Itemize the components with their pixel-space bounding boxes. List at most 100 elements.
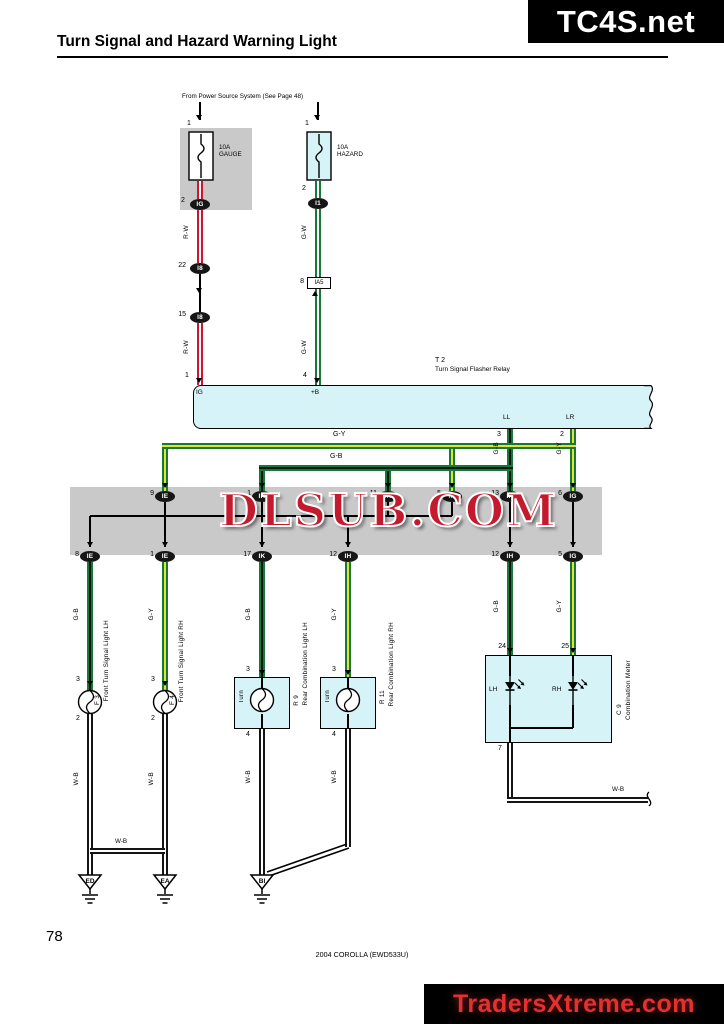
wire-label-gw: G-W: [301, 225, 308, 240]
fuse-gauge-name: GAUGE: [219, 151, 242, 159]
flow-arrow-icon: [507, 483, 513, 488]
relay-pin-3: 3: [497, 431, 501, 438]
wire-label-rw: R-W: [183, 340, 190, 354]
site-badge-bottom: TradersXtreme.com: [424, 984, 724, 1024]
connector-oval-i1: I1: [308, 198, 328, 209]
junction-link-line: [164, 502, 166, 516]
bulb-icon: [249, 687, 275, 713]
ground-code: EA: [160, 878, 169, 885]
meter-lh-label: LH: [489, 686, 498, 693]
wire-label-gy: G-Y: [556, 442, 563, 455]
junction-link-line: [261, 502, 263, 516]
wire-gb: [87, 562, 93, 690]
wire-wb: [507, 743, 513, 800]
wire-wb: [259, 729, 265, 876]
relay-terminal-b: +B: [311, 389, 320, 396]
bus-label-gy: G-Y: [333, 431, 346, 438]
component-lead: [261, 677, 263, 688]
wire-label-gy: G-Y: [331, 608, 338, 621]
fuse-gauge-pin-bottom: 2: [181, 197, 185, 204]
wire-label-gy: G-Y: [148, 608, 155, 621]
flow-arrow-icon: [449, 483, 455, 488]
led-indicator-icon: [505, 675, 525, 705]
relay-box: [193, 385, 644, 429]
junction-i8-pin-top: 22: [178, 262, 186, 269]
flow-arrow-icon: [570, 542, 576, 547]
wire-label-gb: G-B: [493, 600, 500, 613]
band-bottom-pin: 12: [491, 551, 499, 558]
flow-arrow-icon: [162, 681, 168, 686]
wire-gy: [345, 562, 351, 677]
wire-label-gw: G-W: [301, 340, 308, 355]
wire-wb: [507, 797, 648, 803]
flow-arrow-icon: [507, 648, 513, 653]
bus-gy: [162, 443, 576, 449]
junction-i8-pin-bottom: 15: [178, 311, 186, 318]
fuse-hazard-pin-bottom: 2: [302, 185, 306, 192]
flow-arrow-icon: [507, 542, 513, 547]
wire-break-icon: [646, 791, 652, 807]
relay-terminal-ig: IG: [196, 389, 203, 396]
junction-link-line: [347, 516, 349, 547]
wire-gb: [507, 429, 513, 491]
wire-label-gb: G-B: [493, 442, 500, 455]
wire-wb-diagonal: [266, 843, 350, 877]
wire-label-rw: R-W: [183, 225, 190, 239]
page-title: Turn Signal and Hazard Warning Light: [57, 33, 337, 50]
flow-arrow-icon: [259, 670, 265, 675]
connector-oval-i8-top: I8: [190, 263, 210, 274]
wire-rw: [197, 323, 203, 385]
r9-name: Rear Combination Light LH: [302, 622, 309, 706]
bus-label-gb: G-B: [330, 453, 343, 460]
r9-bulb-label: Turn: [239, 690, 245, 704]
band-top-pin: 9: [150, 490, 154, 497]
connector-oval: IH: [338, 551, 358, 562]
junction-link-line: [451, 502, 453, 516]
page-number: 78: [46, 928, 63, 945]
flow-arrow-icon: [162, 483, 168, 488]
ground-symbol-bi: BI: [249, 874, 275, 904]
connector-oval-ig: IG: [190, 199, 210, 210]
f3-pin-out: 2: [76, 715, 80, 722]
wire-label-gb: G-B: [73, 608, 80, 621]
relay-name: Turn Signal Flasher Relay: [435, 366, 510, 373]
meter-pin-24: 24: [498, 643, 506, 650]
meter-lead: [509, 727, 511, 743]
component-lead: [347, 714, 349, 729]
flow-arrow-icon: [345, 542, 351, 547]
site-badge-top: TC4S.net: [528, 0, 724, 43]
meter-pin-25: 25: [561, 643, 569, 650]
relay-terminal-lr: LR: [566, 414, 575, 421]
fuse-hazard-pin-top: 1: [305, 120, 309, 127]
fuse-icon: [188, 131, 214, 181]
connector-oval: IH: [500, 551, 520, 562]
flow-arrow-icon: [87, 681, 93, 686]
junction-ia5-pin: 8: [300, 278, 304, 285]
relay-pin-4: 4: [303, 372, 307, 379]
wire-gy: [570, 562, 576, 655]
connector-oval: IE: [155, 551, 175, 562]
fuse-hazard-name: HAZARD: [337, 151, 363, 159]
junction-link-line: [387, 502, 389, 516]
f3-pin-in: 3: [76, 676, 80, 683]
bus-gb: [259, 465, 513, 471]
wire-rw: [197, 181, 203, 199]
r11-name: Rear Combination Light RH: [388, 622, 395, 707]
junction-link-line: [199, 274, 201, 312]
flow-arrow-icon: [259, 542, 265, 547]
f4-pin-in: 3: [151, 676, 155, 683]
flow-arrow-icon: [162, 542, 168, 547]
wire-gw: [315, 289, 321, 385]
bulb-icon: [335, 687, 361, 713]
meter-lead: [509, 705, 511, 728]
watermark: DLSUB.COM: [218, 483, 558, 538]
wire-label-wb: W-B: [331, 770, 338, 784]
relay-code: T 2: [435, 357, 445, 364]
wire-wb-link: [90, 848, 165, 854]
flow-arrow-icon: [259, 483, 265, 488]
wire-label-wb: W-B: [115, 838, 128, 845]
connector-oval: IK: [252, 551, 272, 562]
feed-line-gauge: [199, 102, 201, 120]
ground-code: ED: [85, 878, 94, 885]
